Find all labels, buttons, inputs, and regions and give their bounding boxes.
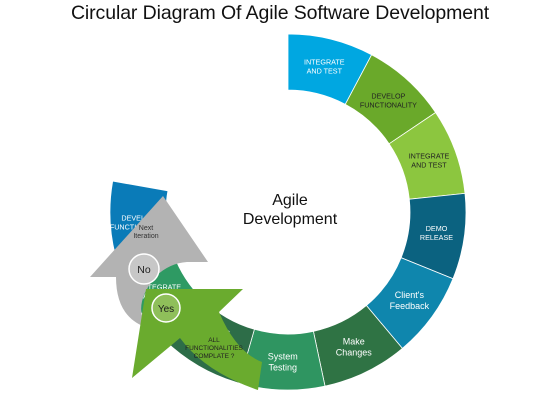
- segment-label-integrate-and-test-right: INTEGRATE: [409, 152, 450, 161]
- yes-button-label: Yes: [158, 304, 174, 315]
- next-iteration-arrow: Next Iteration No: [90, 196, 208, 328]
- segment-label-develop-functionality-right: DEVELOP: [371, 92, 405, 101]
- completion-label-line-3: COMPLATE ?: [194, 353, 235, 360]
- segment-label-system-testing: Testing: [269, 363, 298, 373]
- center-label-line-2: Development: [243, 211, 338, 228]
- segment-label-clients-feedback: Client's: [395, 290, 425, 300]
- segment-label-clients-feedback: Feedback: [390, 301, 430, 311]
- completion-label-line-2: FUNCTIONALITIES: [185, 345, 243, 352]
- segment-label-demo-release: RELEASE: [420, 233, 453, 242]
- diagram-title: Circular Diagram Of Agile Software Devel…: [70, 2, 490, 24]
- segment-label-system-testing: System: [268, 352, 298, 362]
- segment-label-integrate-and-test-right: AND TEST: [411, 161, 447, 170]
- no-button[interactable]: No: [128, 253, 160, 285]
- next-iteration-label-line-2: Iteration: [133, 233, 158, 240]
- completion-check-arrow: ALL FUNCTIONALITIES COMPLATE ? Yes: [132, 289, 262, 390]
- segment-label-integrate-and-test-top: AND TEST: [307, 67, 343, 76]
- segment-label-develop-functionality-right: FUNCTIONALITY: [360, 101, 417, 110]
- center-label-line-1: Agile: [272, 192, 308, 209]
- completion-label-line-1: ALL: [208, 337, 220, 344]
- segment-label-make-changes: Make: [343, 337, 365, 347]
- segment-label-demo-release: DEMO: [426, 224, 448, 233]
- segment-label-make-changes: Changes: [336, 348, 373, 358]
- next-iteration-label-line-1: Next: [139, 225, 153, 232]
- segment-label-integrate-and-test-top: INTEGRATE: [304, 58, 345, 67]
- no-button-label: No: [137, 264, 151, 276]
- segment-label-integrate-and-test-left: INTEGRATE: [140, 283, 181, 292]
- segment-label-develop-functionality-top: DEVELOP: [121, 214, 155, 223]
- yes-button[interactable]: Yes: [151, 293, 181, 323]
